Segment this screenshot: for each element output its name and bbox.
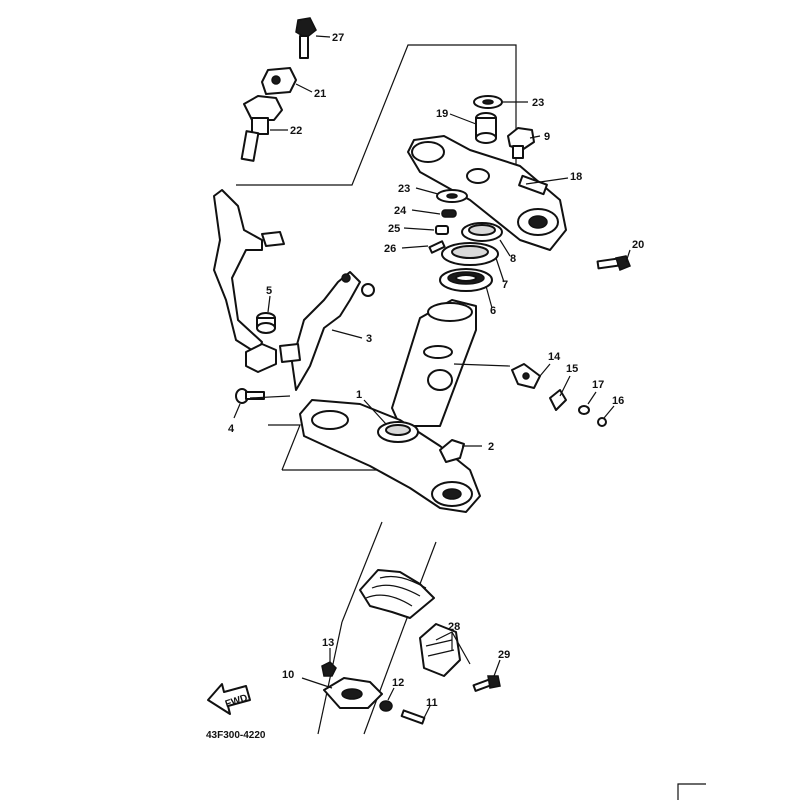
callout-5: 5 [266,285,272,297]
callout-1: 1 [356,389,362,401]
grommet-5 [256,312,276,334]
callout-25: 25 [388,223,400,235]
bolt-29 [472,675,501,692]
callout-16: 16 [612,395,624,407]
reflector-bracket-28 [419,623,461,677]
callout-11: 11 [426,697,438,709]
front-direction-arrow: FWD [207,683,251,715]
lower-bracket [299,399,481,513]
cover-15 [549,389,567,411]
callout-18: 18 [570,171,582,183]
lower-bracket-group-outline [268,424,301,471]
washer-23-top [473,95,503,109]
nut-9 [507,127,535,159]
callout-24: 24 [394,205,407,217]
bearing-race-7 [441,242,499,266]
callout-6: 6 [490,305,496,317]
ring-nut-8 [461,222,503,242]
corner-mark [677,783,706,800]
callout-15: 15 [566,363,578,375]
nut-13 [321,661,337,677]
callout-12: 12 [392,677,404,689]
callout-20: 20 [632,239,644,251]
callout-29: 29 [498,649,510,661]
bolt-20 [596,255,631,271]
bolt-4 [235,388,265,404]
callout-13: 13 [322,637,334,649]
callout-10: 10 [282,669,294,681]
pin-26 [428,240,446,254]
callout-27: 27 [332,32,344,44]
callout-23-top: 23 [532,97,544,109]
handle-holder-lower-22 [240,95,283,162]
leader-lines [233,35,631,719]
washer-23-mid [436,189,468,203]
callout-labels: 27 21 22 23 19 9 18 23 24 25 26 8 7 6 20… [228,32,644,709]
callout-23-mid: 23 [398,183,410,195]
callout-7: 7 [502,279,508,291]
callout-8: 8 [510,253,516,265]
front-fork [317,521,437,735]
part-25 [435,225,449,235]
mount-clamp [245,343,301,373]
steering-stem-1 [391,299,477,427]
callout-26: 26 [384,243,396,255]
callout-3: 3 [366,333,372,345]
bracket-10 [323,677,383,709]
meter-bracket-3 [213,189,375,391]
bolt-27 [295,17,317,59]
upper-bracket-18 [407,135,567,251]
nut-12 [379,700,393,712]
part-17 [578,405,590,415]
callout-28: 28 [448,621,460,633]
bearing-6 [439,268,493,292]
screw-16 [597,417,607,427]
callout-9: 9 [544,131,550,143]
callout-17: 17 [592,379,604,391]
callout-2: 2 [488,441,494,453]
callout-19: 19 [436,108,448,120]
clamp-14 [511,363,541,389]
handle-holder-upper-21 [261,67,297,95]
part-24 [441,209,457,218]
diagram-part-code: 43F300-4220 [206,730,266,741]
bolt-11 [400,709,426,725]
callout-21: 21 [314,88,326,100]
callout-14: 14 [548,351,561,363]
callout-4: 4 [228,423,235,435]
collar-19 [475,112,497,144]
callout-22: 22 [290,125,302,137]
cable-guide-2 [439,439,465,463]
